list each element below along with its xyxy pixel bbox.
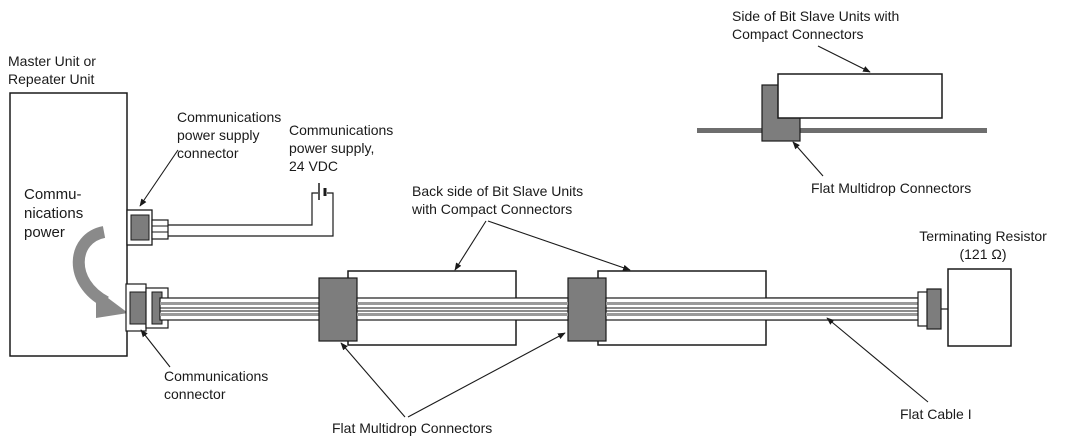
terminating-resistor <box>917 268 1012 347</box>
label-flat-cable: Flat Cable I <box>900 406 972 422</box>
label-master-unit: Master Unit or Repeater Unit <box>8 53 96 87</box>
label-terminating-resistor: Terminating Resistor (121 Ω) <box>919 228 1047 262</box>
leader-flat-multidrop-bottom-2 <box>407 332 566 418</box>
flat-cable-over-units <box>356 297 923 321</box>
leader-power-supply-connector <box>139 149 179 207</box>
leader-comm-connector <box>140 329 171 368</box>
leader-flat-multidrop-bottom-1 <box>340 342 406 418</box>
power-flow-arrow <box>72 226 128 318</box>
label-flat-multidrop-top: Flat Multidrop Connectors <box>811 180 972 196</box>
battery-symbol <box>318 183 327 200</box>
label-comm-power: Commu- nications power <box>24 186 84 241</box>
power-supply-wiring <box>168 192 334 237</box>
leader-side-bit-slave <box>817 45 871 73</box>
label-side-bit-slave: Side of Bit Slave Units with Compact Con… <box>732 8 900 42</box>
flat-multidrop-connector-2 <box>567 277 607 342</box>
label-back-side-bit-slave: Back side of Bit Slave Units with Compac… <box>412 183 584 217</box>
side-view-bit-slave <box>697 73 987 142</box>
power-supply-connector <box>126 209 169 246</box>
leader-back-side-2 <box>487 220 631 271</box>
leader-flat-cable <box>826 317 929 403</box>
label-power-supply: Communications power supply, 24 VDC <box>289 122 394 174</box>
label-comm-connector: Communications connector <box>164 368 269 402</box>
label-power-supply-connector: Communications power supply connector <box>177 109 282 161</box>
label-flat-multidrop-bottom: Flat Multidrop Connectors <box>332 420 493 436</box>
flat-multidrop-connector-1 <box>318 277 358 342</box>
leader-flat-multidrop-top <box>792 141 824 177</box>
leader-back-side-1 <box>454 220 487 271</box>
